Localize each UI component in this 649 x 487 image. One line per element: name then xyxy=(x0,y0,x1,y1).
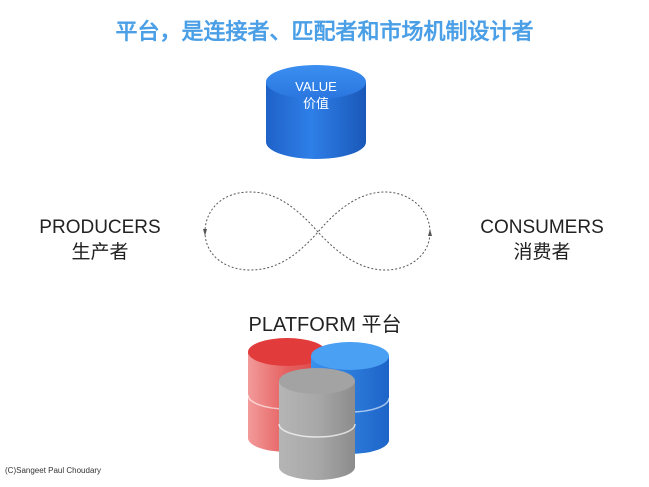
producers-label: PRODUCERS 生产者 xyxy=(20,215,180,265)
gray-cylinder xyxy=(278,368,356,480)
consumers-label-en: CONSUMERS xyxy=(480,217,604,238)
value-label: VALUE 价值 xyxy=(266,78,366,112)
infinity-loop xyxy=(203,191,432,271)
producers-label-zh: 生产者 xyxy=(71,242,129,263)
consumers-label-zh: 消费者 xyxy=(513,242,571,263)
platform-label: PLATFORM 平台 xyxy=(248,314,402,336)
producers-label-en: PRODUCERS xyxy=(39,217,161,238)
value-label-zh: 价值 xyxy=(302,96,329,111)
left-arrowhead-icon xyxy=(203,229,207,236)
right-arrowhead-icon xyxy=(428,229,432,236)
value-label-en: VALUE xyxy=(295,79,337,94)
value-cylinder xyxy=(266,65,366,159)
slide-title: 平台，是连接者、匹配者和市场机制设计者 xyxy=(115,20,534,45)
copyright-credit: (C)Sangeet Paul Choudary xyxy=(5,466,102,475)
consumers-label: CONSUMERS 消费者 xyxy=(462,215,622,265)
platform-cylinders xyxy=(247,338,390,480)
